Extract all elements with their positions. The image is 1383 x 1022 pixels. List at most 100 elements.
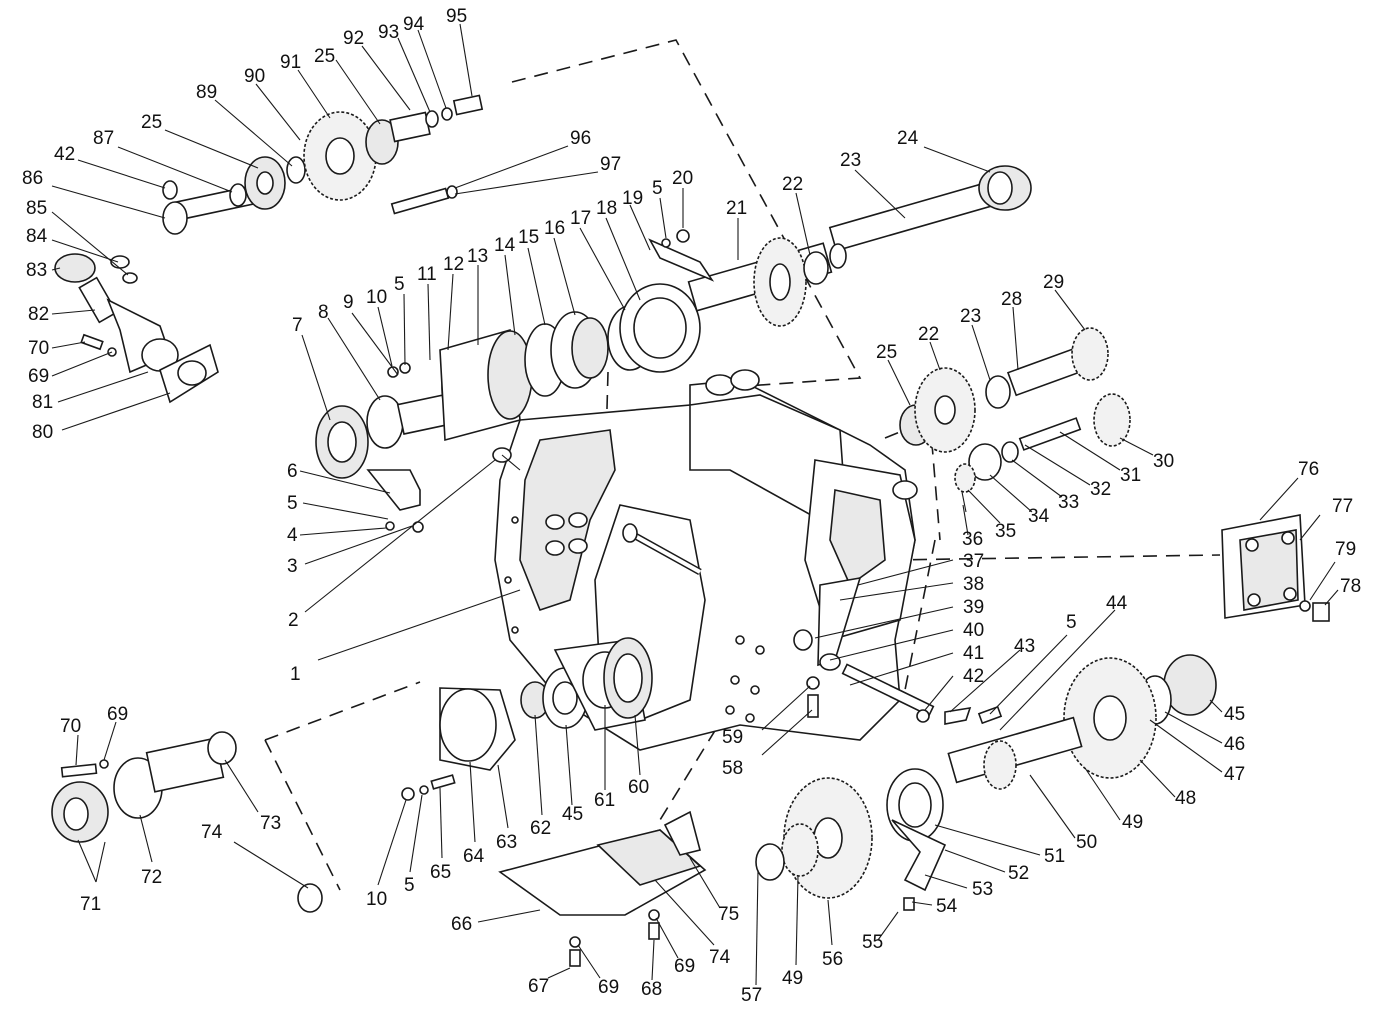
- callout-5: 5: [287, 493, 298, 514]
- callout-78: 78: [1340, 576, 1361, 597]
- callout-46: 46: [1224, 734, 1245, 755]
- callout-10: 10: [366, 889, 387, 910]
- callout-39: 39: [963, 597, 984, 618]
- callout-37: 37: [963, 551, 984, 572]
- callout-16: 16: [544, 218, 565, 239]
- callout-49: 49: [782, 968, 803, 989]
- callout-22: 22: [782, 174, 803, 195]
- countershaft-gears: [899, 327, 1131, 513]
- callout-22: 22: [918, 324, 939, 345]
- callout-94: 94: [403, 14, 425, 35]
- callout-97: 97: [600, 154, 621, 175]
- callout-14: 14: [494, 235, 516, 256]
- callout-67: 67: [528, 976, 549, 997]
- callout-28: 28: [1001, 289, 1022, 310]
- callout-59: 59: [722, 727, 743, 748]
- callout-57: 57: [741, 985, 762, 1006]
- callout-42: 42: [963, 666, 984, 687]
- callout-43: 43: [1014, 636, 1035, 657]
- top-left-shaft-assembly: [162, 94, 484, 235]
- top-cover-assembly: [1221, 514, 1330, 622]
- callout-47: 47: [1224, 764, 1245, 785]
- callout-73: 73: [260, 813, 281, 834]
- callout-12: 12: [443, 254, 464, 275]
- callout-24: 24: [897, 128, 919, 149]
- callout-80: 80: [32, 422, 53, 443]
- callout-68: 68: [641, 979, 662, 1000]
- callout-50: 50: [1076, 832, 1097, 853]
- callout-8: 8: [318, 302, 329, 323]
- callout-45: 45: [562, 804, 583, 825]
- callout-13: 13: [467, 246, 488, 267]
- callout-52: 52: [1008, 863, 1029, 884]
- callout-38: 38: [963, 574, 984, 595]
- callout-31: 31: [1120, 465, 1141, 486]
- callout-65: 65: [430, 862, 451, 883]
- callout-35: 35: [995, 521, 1016, 542]
- callout-18: 18: [596, 198, 617, 219]
- callout-45: 45: [1224, 704, 1245, 725]
- callout-42: 42: [54, 144, 75, 165]
- callout-5: 5: [394, 274, 405, 295]
- callout-20: 20: [672, 168, 693, 189]
- bottom-cover-plate: [498, 810, 707, 967]
- callout-69: 69: [28, 366, 49, 387]
- callout-labels: 1 2 3 4 5 6 7 8 9 10 5 11 12 13 14 15 16…: [22, 6, 1361, 1006]
- callout-36: 36: [962, 529, 983, 550]
- callout-34: 34: [1028, 506, 1050, 527]
- callout-7: 7: [292, 315, 303, 336]
- callout-48: 48: [1175, 788, 1196, 809]
- callout-25: 25: [141, 112, 162, 133]
- callout-71: 71: [80, 894, 101, 915]
- rear-bearing-cover: [401, 637, 653, 801]
- callout-32: 32: [1090, 479, 1111, 500]
- callout-51: 51: [1044, 846, 1065, 867]
- callout-56: 56: [822, 949, 843, 970]
- callout-69: 69: [107, 704, 128, 725]
- output-shaft-assembly: [755, 654, 1217, 911]
- callout-4: 4: [287, 525, 298, 546]
- callout-30: 30: [1153, 451, 1174, 472]
- side-cover-assembly: [54, 253, 219, 404]
- callout-9: 9: [343, 292, 354, 313]
- callout-10: 10: [366, 287, 387, 308]
- callout-49: 49: [1122, 812, 1143, 833]
- callout-69: 69: [674, 956, 695, 977]
- callout-82: 82: [28, 304, 49, 325]
- callout-23: 23: [840, 150, 861, 171]
- callout-86: 86: [22, 168, 43, 189]
- input-shaft-assembly: [315, 283, 701, 533]
- callout-19: 19: [622, 188, 643, 209]
- callout-75: 75: [718, 904, 739, 925]
- callout-69: 69: [598, 977, 619, 998]
- callout-84: 84: [26, 226, 48, 247]
- callout-5: 5: [1066, 612, 1077, 633]
- callout-76: 76: [1298, 459, 1319, 480]
- callout-41: 41: [963, 643, 984, 664]
- callout-21: 21: [726, 198, 747, 219]
- callout-1: 1: [290, 664, 301, 685]
- callout-74: 74: [709, 947, 731, 968]
- callout-83: 83: [26, 260, 47, 281]
- callout-77: 77: [1332, 496, 1353, 517]
- leader-lines: [51, 23, 1339, 986]
- callout-90: 90: [244, 66, 265, 87]
- callout-61: 61: [594, 790, 615, 811]
- callout-60: 60: [628, 777, 649, 798]
- callout-5: 5: [404, 875, 415, 896]
- callout-15: 15: [518, 227, 539, 248]
- callout-25: 25: [314, 46, 335, 67]
- callout-29: 29: [1043, 272, 1064, 293]
- callout-66: 66: [451, 914, 472, 935]
- callout-87: 87: [93, 128, 114, 149]
- callout-44: 44: [1106, 593, 1128, 614]
- callout-17: 17: [570, 208, 591, 229]
- callout-3: 3: [287, 556, 298, 577]
- callout-2: 2: [288, 610, 299, 631]
- callout-33: 33: [1058, 492, 1079, 513]
- callout-6: 6: [287, 461, 298, 482]
- callout-64: 64: [463, 846, 485, 867]
- callout-62: 62: [530, 818, 551, 839]
- callout-93: 93: [378, 22, 399, 43]
- callout-91: 91: [280, 52, 301, 73]
